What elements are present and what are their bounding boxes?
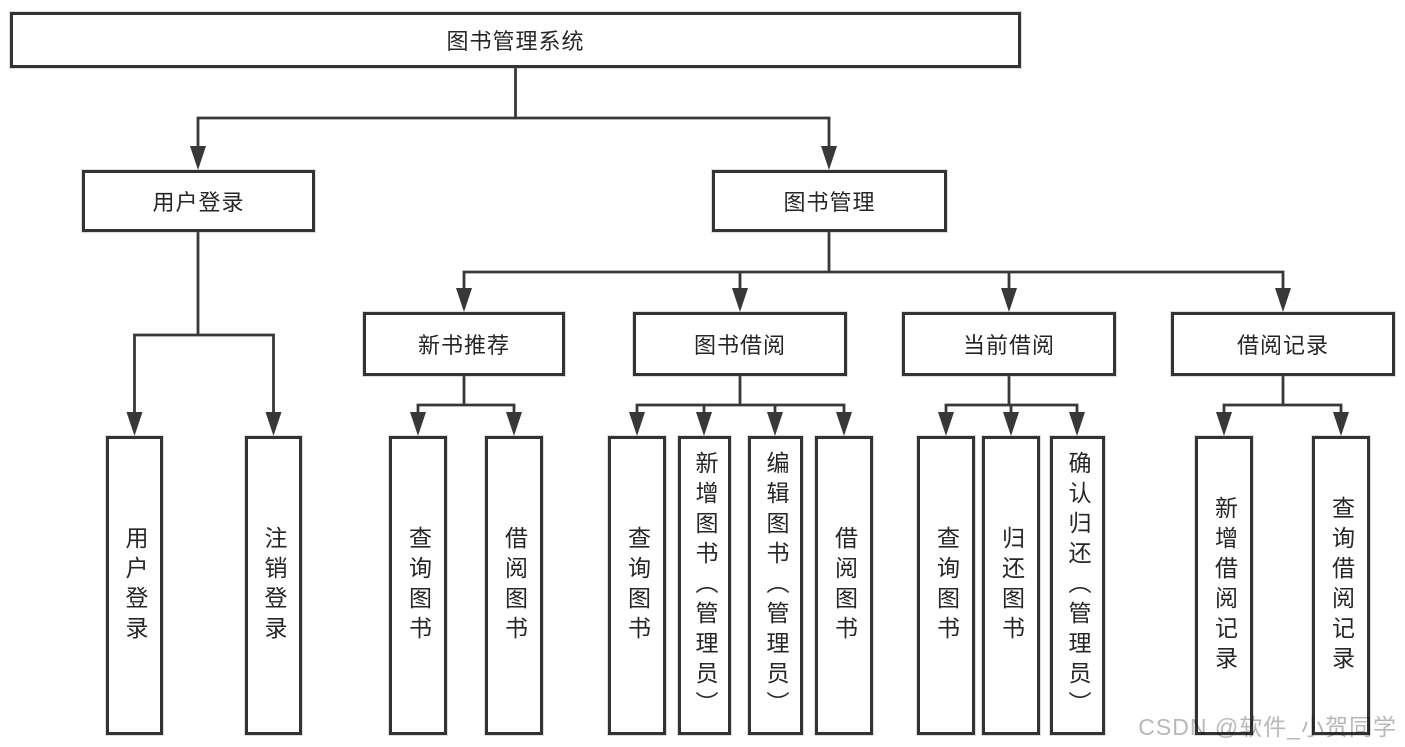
leaf-add-book-admin-label: 新增图书（管理员）	[692, 450, 718, 721]
leaf-query-books-borrow-label: 查询图书	[624, 525, 651, 646]
leaf-query-books-current-label: 查询图书	[933, 525, 960, 646]
leaf-edit-book-admin-label: 编辑图书（管理员）	[763, 450, 789, 721]
leaf-borrow-books-label: 借阅图书	[831, 525, 858, 646]
connector-root-to-level2	[196, 68, 831, 150]
node-new-book-recommend-label: 新书推荐	[417, 333, 510, 358]
node-root-label: 图书管理系统	[446, 29, 585, 54]
arrowheads-level2	[190, 146, 837, 170]
node-current-borrow: 当前借阅	[902, 312, 1116, 376]
node-new-book-recommend: 新书推荐	[363, 312, 565, 376]
arrowheads-book-borrow-children	[629, 412, 852, 436]
leaf-user-login: 用户登录	[106, 436, 163, 735]
connector-user-login-children	[133, 232, 275, 416]
node-user-login: 用户登录	[82, 170, 315, 232]
arrowheads-user-login-children	[126, 412, 282, 436]
node-root: 图书管理系统	[10, 12, 1021, 68]
leaf-query-borrow-record: 查询借阅记录	[1312, 436, 1370, 735]
leaf-logout: 注销登录	[245, 436, 302, 735]
leaf-query-books-borrow: 查询图书	[608, 436, 666, 735]
arrowheads-level3	[456, 288, 1291, 312]
node-book-borrow: 图书借阅	[633, 312, 847, 376]
leaf-logout-label: 注销登录	[261, 525, 287, 646]
arrowheads-borrow-records-children	[1216, 412, 1349, 436]
leaf-add-book-admin: 新增图书（管理员）	[678, 436, 731, 735]
node-book-borrow-label: 图书借阅	[693, 333, 786, 358]
leaf-confirm-return-admin-label: 确认归还（管理员）	[1065, 450, 1091, 721]
node-borrow-records-label: 借阅记录	[1236, 333, 1329, 358]
leaf-return-books-label: 归还图书	[998, 525, 1025, 646]
node-user-login-label: 用户登录	[152, 190, 245, 215]
leaf-return-books: 归还图书	[982, 436, 1040, 735]
connector-book-mgmt-to-level3	[462, 232, 1285, 292]
leaf-confirm-return-admin: 确认归还（管理员）	[1050, 436, 1105, 735]
leaf-query-books-recommend-label: 查询图书	[405, 525, 432, 646]
arrowheads-new-book-children	[410, 412, 522, 436]
node-current-borrow-label: 当前借阅	[962, 333, 1055, 358]
connector-current-borrow-children	[944, 376, 1079, 416]
leaf-borrow-books-recommend: 借阅图书	[485, 436, 543, 735]
node-borrow-records: 借阅记录	[1171, 312, 1395, 376]
leaf-add-borrow-record-label: 新增借阅记录	[1211, 495, 1238, 676]
node-book-management: 图书管理	[712, 170, 947, 232]
leaf-query-books-recommend: 查询图书	[389, 436, 447, 735]
connector-borrow-records-children	[1222, 376, 1343, 416]
leaf-borrow-books: 借阅图书	[815, 436, 873, 735]
leaf-user-login-label: 用户登录	[122, 525, 148, 646]
leaf-edit-book-admin: 编辑图书（管理员）	[748, 436, 803, 735]
leaf-query-borrow-record-label: 查询借阅记录	[1328, 495, 1355, 676]
node-book-management-label: 图书管理	[783, 190, 876, 215]
connector-new-book-children	[416, 376, 516, 416]
leaf-add-borrow-record: 新增借阅记录	[1195, 436, 1253, 735]
leaf-query-books-current: 查询图书	[917, 436, 975, 735]
csdn-watermark: CSDN @软件_小贺同学	[1138, 714, 1397, 740]
arrowheads-current-borrow-children	[938, 412, 1085, 436]
leaf-borrow-books-recommend-label: 借阅图书	[501, 525, 528, 646]
connector-book-borrow-children	[635, 376, 846, 416]
